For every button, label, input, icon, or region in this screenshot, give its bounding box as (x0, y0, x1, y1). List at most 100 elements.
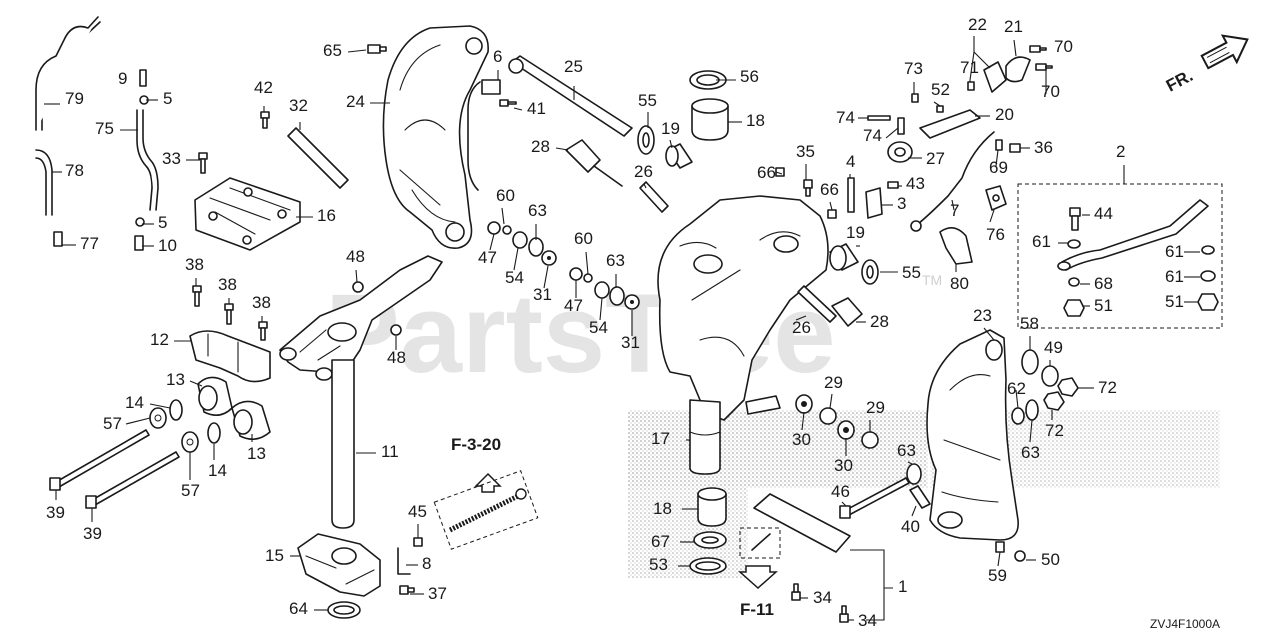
callout-number[interactable]: 68 (1094, 274, 1113, 293)
callout-number[interactable]: 16 (317, 206, 336, 225)
callout-number[interactable]: 4 (846, 152, 855, 171)
callout-number[interactable]: 18 (746, 111, 765, 130)
callout-number[interactable]: 43 (906, 174, 925, 193)
callout-number[interactable]: 59 (988, 566, 1007, 585)
callout-number[interactable]: 38 (218, 275, 237, 294)
callout-number[interactable]: 51 (1094, 296, 1113, 315)
callout-number[interactable]: 29 (824, 373, 843, 392)
callout-number[interactable]: 29 (866, 398, 885, 417)
reference-label-f-11[interactable]: F-11 (740, 600, 774, 619)
callout-number[interactable]: 2 (1116, 142, 1125, 161)
callout-number[interactable]: 50 (1041, 550, 1060, 569)
callout-number[interactable]: 22 (968, 15, 987, 34)
callout-number[interactable]: 70 (1041, 82, 1060, 101)
callout-number[interactable]: 52 (931, 80, 950, 99)
callout-number[interactable]: 54 (505, 268, 524, 287)
callout-number[interactable]: 28 (870, 312, 889, 331)
callout-number[interactable]: 41 (527, 99, 546, 118)
callout-number[interactable]: 48 (346, 247, 365, 266)
callout-number[interactable]: 36 (1034, 138, 1053, 157)
callout-number[interactable]: 19 (846, 223, 865, 242)
callout-number[interactable]: 64 (289, 599, 308, 618)
callout-number[interactable]: 72 (1045, 421, 1064, 440)
callout-number[interactable]: 45 (408, 502, 427, 521)
callout-number[interactable]: 30 (792, 430, 811, 449)
callout-number[interactable]: 51 (1165, 292, 1184, 311)
callout-number[interactable]: 63 (528, 201, 547, 220)
callout-number[interactable]: 30 (834, 456, 853, 475)
callout-number[interactable]: 39 (83, 524, 102, 543)
callout-number[interactable]: 77 (80, 234, 99, 253)
callout-number[interactable]: 5 (163, 89, 172, 108)
callout-number[interactable]: 79 (65, 89, 84, 108)
callout-number[interactable]: 31 (621, 333, 640, 352)
reference-f-3-20-group[interactable] (433, 470, 539, 550)
callout-number[interactable]: 44 (1094, 204, 1113, 223)
callout-number[interactable]: 58 (1020, 314, 1039, 333)
callout-number[interactable]: 24 (346, 92, 365, 111)
callout-number[interactable]: 1 (898, 577, 907, 596)
callout-number[interactable]: 47 (564, 296, 583, 315)
callout-number[interactable]: 34 (813, 588, 832, 607)
callout-number[interactable]: 12 (150, 330, 169, 349)
callout-number[interactable]: 28 (531, 137, 550, 156)
callout-number[interactable]: 72 (1098, 378, 1117, 397)
callout-number[interactable]: 55 (638, 91, 657, 110)
callout-number[interactable]: 5 (158, 213, 167, 232)
callout-number[interactable]: 27 (926, 149, 945, 168)
callout-number[interactable]: 74 (863, 126, 882, 145)
callout-number[interactable]: 47 (478, 248, 497, 267)
callout-number[interactable]: 13 (166, 370, 185, 389)
callout-number[interactable]: 25 (564, 57, 583, 76)
callout-number[interactable]: 11 (381, 442, 399, 461)
callout-number[interactable]: 63 (606, 251, 625, 270)
callout-number[interactable]: 21 (1004, 17, 1023, 36)
callout-number[interactable]: 14 (125, 393, 144, 412)
callout-number[interactable]: 37 (428, 584, 447, 603)
callout-number[interactable]: 26 (792, 318, 811, 337)
callout-number[interactable]: 67 (651, 532, 670, 551)
callout-number[interactable]: 8 (422, 554, 431, 573)
callout-number[interactable]: 19 (661, 119, 680, 138)
callout-number[interactable]: 40 (901, 517, 920, 536)
callout-number[interactable]: 10 (158, 236, 177, 255)
callout-number[interactable]: 38 (185, 255, 204, 274)
callout-number[interactable]: 31 (533, 285, 552, 304)
callout-number[interactable]: 63 (897, 441, 916, 460)
callout-number[interactable]: 71 (960, 58, 979, 77)
callout-number[interactable]: 60 (574, 229, 593, 248)
callout-number[interactable]: 60 (496, 186, 515, 205)
callout-number[interactable]: 15 (265, 546, 284, 565)
callout-number[interactable]: 57 (181, 481, 200, 500)
callout-number[interactable]: 49 (1044, 338, 1063, 357)
callout-number[interactable]: 69 (989, 158, 1008, 177)
callout-number[interactable]: 65 (323, 41, 342, 60)
callout-number[interactable]: 6 (493, 47, 502, 66)
callout-number[interactable]: 74 (836, 108, 855, 127)
callout-number[interactable]: 66 (820, 180, 839, 199)
callout-number[interactable]: 53 (649, 555, 668, 574)
callout-number[interactable]: 9 (118, 69, 127, 88)
callout-number[interactable]: 56 (740, 67, 759, 86)
callout-number[interactable]: 61 (1032, 232, 1051, 251)
callout-number[interactable]: 80 (950, 274, 969, 293)
callout-number[interactable]: 14 (208, 461, 227, 480)
callout-number[interactable]: 70 (1054, 37, 1073, 56)
callout-number[interactable]: 20 (995, 105, 1014, 124)
callout-number[interactable]: 61 (1165, 242, 1184, 261)
callout-number[interactable]: 38 (252, 293, 271, 312)
callout-number[interactable]: 17 (651, 429, 670, 448)
callout-number[interactable]: 34 (858, 611, 877, 630)
callout-number[interactable]: 57 (103, 414, 122, 433)
callout-number[interactable]: 35 (796, 142, 815, 161)
callout-number[interactable]: 46 (831, 482, 850, 501)
callout-number[interactable]: 63 (1021, 443, 1040, 462)
callout-number[interactable]: 13 (247, 444, 266, 463)
callout-number[interactable]: 7 (950, 201, 959, 220)
callout-number[interactable]: 76 (986, 225, 1005, 244)
callout-number[interactable]: 73 (904, 59, 923, 78)
callout-number[interactable]: 18 (653, 499, 672, 518)
callout-number[interactable]: 66 (757, 163, 776, 182)
callout-number[interactable]: 75 (95, 119, 114, 138)
callout-number[interactable]: 55 (902, 263, 921, 282)
